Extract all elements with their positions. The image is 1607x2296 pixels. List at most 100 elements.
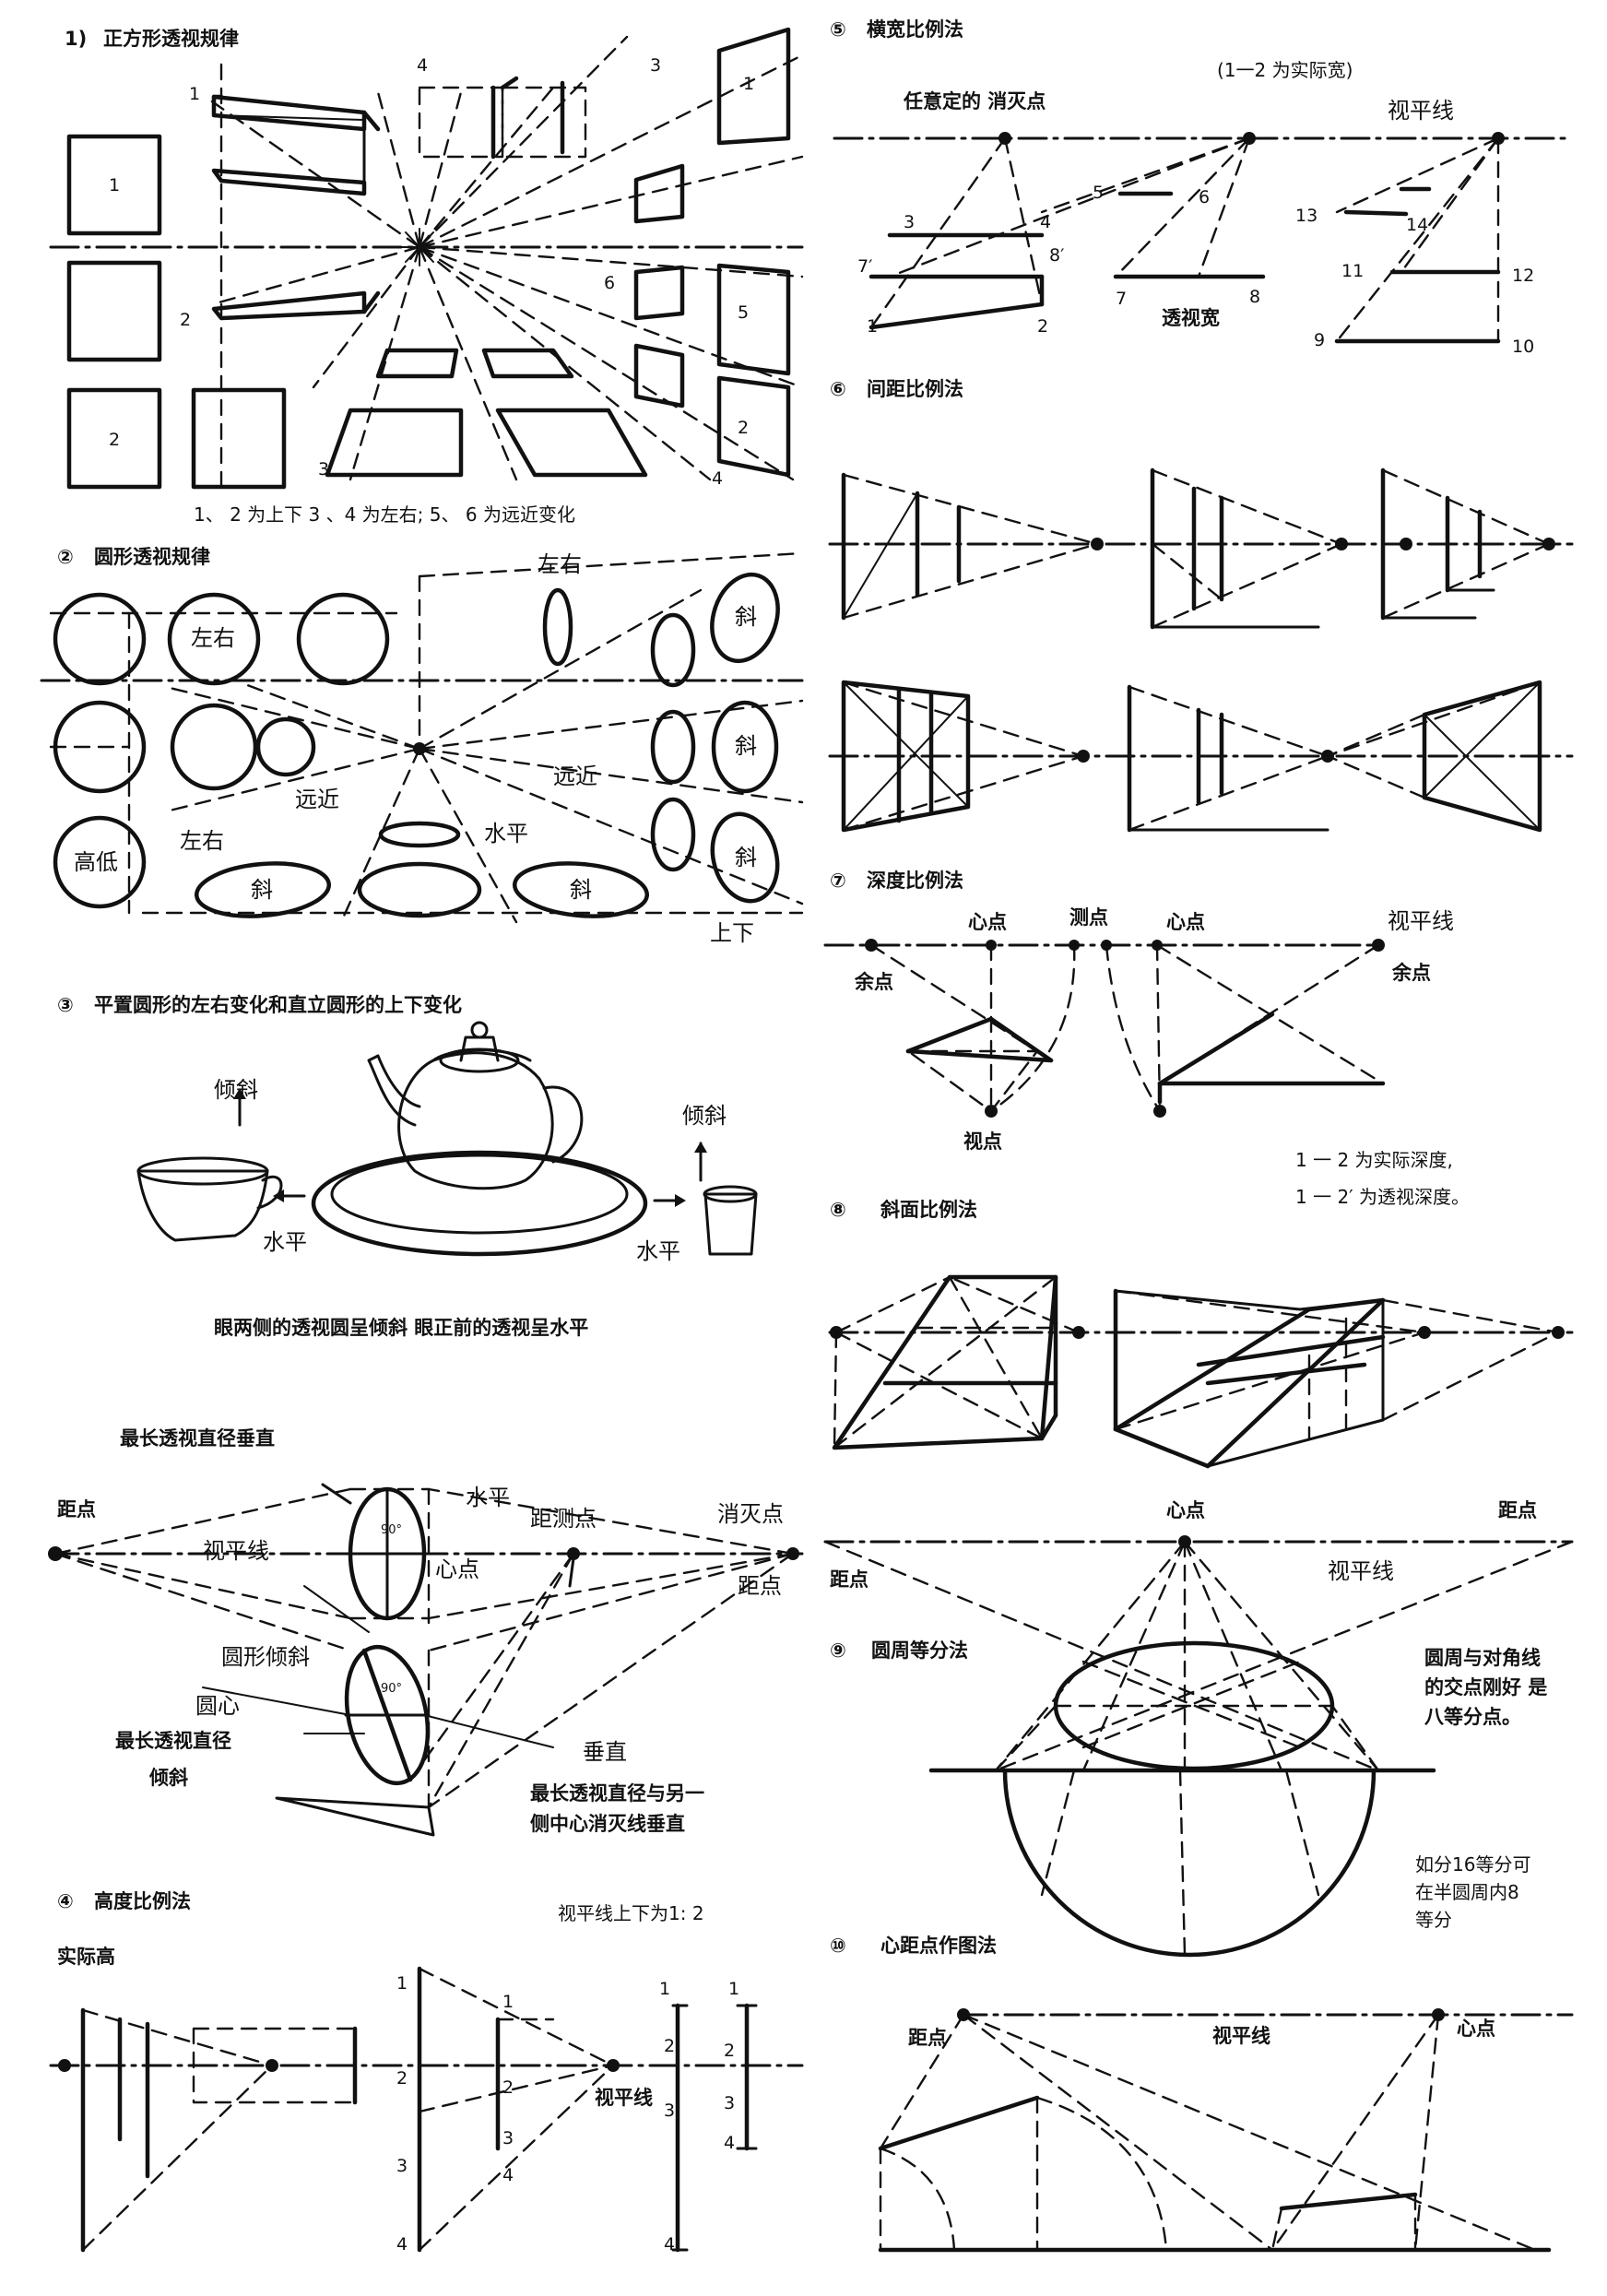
s2-yuanjin2: 远近 bbox=[553, 763, 597, 789]
s9-xindian: 心点 bbox=[1166, 1499, 1205, 1521]
s5-shipingxian: 视平线 bbox=[1388, 98, 1454, 124]
s4-shipingxian: 视平线 bbox=[595, 2087, 653, 2109]
s10-xindian: 心点 bbox=[1457, 2018, 1495, 2040]
s1-sq1: 1 bbox=[109, 175, 121, 195]
s5-l1: 1 bbox=[867, 316, 879, 337]
s7-xindian1: 心点 bbox=[968, 911, 1007, 933]
s3-xindian: 心点 bbox=[435, 1556, 479, 1582]
s4-l2d: 2 bbox=[724, 2041, 736, 2061]
s5-l8: 8 bbox=[1249, 287, 1261, 307]
s4-l3b: 3 bbox=[502, 2128, 514, 2148]
s4-l1c: 1 bbox=[659, 1979, 671, 1999]
s9-shipingxian: 视平线 bbox=[1328, 1558, 1394, 1584]
section9-drawing bbox=[823, 1535, 1574, 1958]
section7-drawing bbox=[823, 939, 1386, 1118]
s4-l3c: 3 bbox=[664, 2101, 676, 2121]
s4-l1d: 1 bbox=[728, 1979, 740, 1999]
s2-zuoyou1: 左右 bbox=[191, 625, 235, 651]
s7-cedian: 测点 bbox=[1069, 906, 1108, 929]
s3-num: ③ bbox=[57, 994, 74, 1016]
s7-note2: 1 一 2′ 为透视深度。 bbox=[1295, 1186, 1471, 1208]
s1-l4b: 4 bbox=[712, 468, 724, 489]
s4-l3a: 3 bbox=[396, 2156, 408, 2176]
s5-title: 横宽比例法 bbox=[867, 18, 963, 41]
s5-l12: 12 bbox=[1512, 266, 1535, 286]
s5-l7p: 7′ bbox=[857, 256, 873, 277]
s2-xie2: 斜 bbox=[735, 733, 757, 759]
s5-l11: 11 bbox=[1341, 261, 1365, 281]
s9-judian-left: 距点 bbox=[830, 1568, 868, 1591]
s2-num: ② bbox=[57, 546, 74, 568]
s4-l4b: 4 bbox=[502, 2165, 514, 2185]
s5-l6: 6 bbox=[1199, 187, 1211, 207]
s7-note1: 1 一 2 为实际深度, bbox=[1295, 1149, 1453, 1171]
s4-l3d: 3 bbox=[724, 2093, 736, 2113]
s3-judian-right: 距点 bbox=[738, 1573, 782, 1599]
s1-title: 正方形透视规律 bbox=[103, 28, 239, 50]
s5-renyi: 任意定的 消灭点 bbox=[904, 90, 1046, 112]
s2-xie3: 斜 bbox=[735, 845, 757, 870]
s5-l8p: 8′ bbox=[1049, 245, 1065, 266]
section8-drawing bbox=[828, 1274, 1574, 1469]
s7-yudian2: 余点 bbox=[1392, 962, 1431, 984]
s9-judian-right: 距点 bbox=[1498, 1499, 1537, 1521]
s2-title: 圆形透视规律 bbox=[94, 546, 210, 568]
s3-note1: 最长透视直径与另一 bbox=[530, 1782, 704, 1805]
s2-xie5: 斜 bbox=[570, 877, 592, 903]
s3-chuizhi: 垂直 bbox=[583, 1739, 627, 1765]
s4-ratio: 视平线上下为1: 2 bbox=[558, 1902, 704, 1924]
s9-note5: 在半圆周内8 bbox=[1415, 1881, 1519, 1903]
s5-l13: 13 bbox=[1295, 206, 1318, 226]
s10-num: ⑩ bbox=[830, 1935, 846, 1957]
s1-sq2: 2 bbox=[109, 430, 121, 450]
s3-qingxie-right: 倾斜 bbox=[682, 1103, 727, 1129]
s5-l4: 4 bbox=[1040, 212, 1052, 232]
s5-l3: 3 bbox=[904, 212, 916, 232]
s1-r2: 2 bbox=[738, 418, 750, 438]
section5-drawing bbox=[833, 132, 1574, 344]
s9-title: 圆周等分法 bbox=[871, 1639, 968, 1662]
s6-title: 间距比例法 bbox=[867, 378, 963, 400]
s2-shuiping: 水平 bbox=[484, 821, 528, 846]
s7-num: ⑦ bbox=[830, 870, 846, 892]
s2-xie1: 斜 bbox=[735, 604, 757, 630]
s5-note: (1一2 为实际宽) bbox=[1217, 59, 1353, 81]
s9-note1: 圆周与对角线 bbox=[1424, 1647, 1541, 1669]
s3-xiaomiedian: 消灭点 bbox=[717, 1501, 784, 1527]
s9-note3: 八等分点。 bbox=[1424, 1706, 1521, 1728]
s4-l1b: 1 bbox=[502, 1992, 514, 2012]
s2-yuanjin1: 远近 bbox=[295, 787, 339, 812]
s5-l9: 9 bbox=[1314, 330, 1326, 350]
s10-shipingxian: 视平线 bbox=[1212, 2025, 1270, 2047]
s3-deg2: 90° bbox=[381, 1682, 403, 1696]
section3-drawing bbox=[136, 1021, 758, 1257]
s5-l2: 2 bbox=[1037, 316, 1049, 337]
s4-l2c: 2 bbox=[664, 2036, 676, 2056]
section1-drawing bbox=[49, 27, 804, 491]
s3-qingxie2: 倾斜 bbox=[149, 1767, 188, 1789]
s2-xie4: 斜 bbox=[251, 877, 273, 903]
s10-judian: 距点 bbox=[908, 2027, 947, 2049]
s2-gaodi: 高低 bbox=[74, 849, 118, 875]
s1-l3: 3 bbox=[318, 459, 330, 479]
section2-drawing bbox=[40, 551, 804, 924]
s4-num: ④ bbox=[57, 1890, 74, 1912]
s3-yuanxing-qingxie: 圆形倾斜 bbox=[221, 1644, 310, 1670]
s1-num: 1) bbox=[65, 28, 88, 50]
s3-qingxie-left: 倾斜 bbox=[214, 1077, 258, 1103]
s4-l1a: 1 bbox=[396, 1973, 408, 1994]
s5-l14: 14 bbox=[1406, 215, 1429, 235]
s9-note6: 等分 bbox=[1415, 1909, 1452, 1931]
s1-r1: 1 bbox=[743, 74, 755, 94]
s1-l4: 4 bbox=[417, 55, 429, 76]
s3-title: 平置圆形的左右变化和直立圆形的上下变化 bbox=[94, 994, 462, 1016]
s3-shuiping-right: 水平 bbox=[636, 1238, 680, 1264]
s3-judian-left: 距点 bbox=[57, 1498, 96, 1521]
s1-l3b: 3 bbox=[650, 55, 662, 76]
s2-zuoyou3: 左右 bbox=[180, 828, 224, 854]
s4-l2a: 2 bbox=[396, 2068, 408, 2089]
s5-l10: 10 bbox=[1512, 337, 1535, 357]
s3-yuanxin: 圆心 bbox=[195, 1693, 240, 1719]
s3-shipingxian: 视平线 bbox=[203, 1538, 269, 1564]
s7-shipingxian: 视平线 bbox=[1388, 908, 1454, 934]
